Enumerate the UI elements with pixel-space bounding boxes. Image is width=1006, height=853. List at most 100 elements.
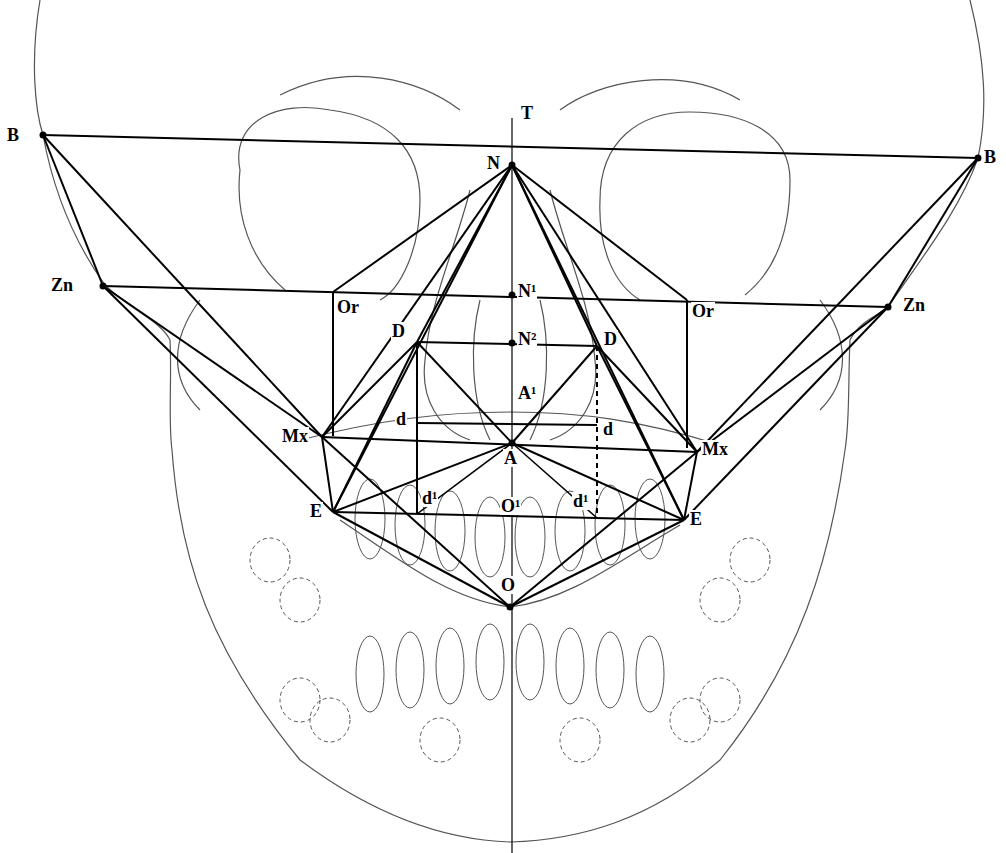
skull-outline <box>178 300 201 410</box>
tooth-outline <box>420 718 460 762</box>
skull-outline <box>239 108 420 301</box>
measurement-line <box>103 286 333 512</box>
landmark-dot <box>509 340 516 347</box>
skull-outline <box>340 520 680 607</box>
tooth-outline <box>700 678 740 722</box>
landmark-dot <box>100 283 107 290</box>
landmark-label: A <box>503 449 518 467</box>
landmark-label: N² <box>517 330 537 348</box>
tooth-outline <box>516 624 544 700</box>
measurement-line <box>417 342 597 346</box>
landmark-dot <box>509 440 516 447</box>
skull-outline <box>560 80 740 110</box>
tooth-outline <box>596 632 624 708</box>
measurement-line <box>333 342 417 512</box>
landmark-dot <box>975 155 982 162</box>
measurement-line <box>686 300 688 448</box>
landmark-label: B <box>983 148 997 166</box>
measurement-line <box>510 520 684 607</box>
measurement-line <box>510 452 697 607</box>
landmark-label: D <box>603 330 618 348</box>
measurement-line <box>322 342 417 437</box>
landmark-dot <box>40 132 47 139</box>
measurement-line <box>333 165 512 292</box>
landmark-label: Zn <box>902 296 926 314</box>
measurement-line <box>512 165 684 520</box>
tooth-outline <box>436 628 464 704</box>
measurement-line <box>596 346 598 518</box>
measurement-line <box>512 165 697 452</box>
landmark-label: d <box>395 410 407 428</box>
landmark-label: E <box>689 510 703 528</box>
landmark-label: N <box>486 154 501 172</box>
tooth-outline <box>310 698 350 742</box>
landmark-label: Or <box>691 302 715 320</box>
tooth-outline <box>280 578 320 622</box>
measurement-line <box>512 443 597 518</box>
tooth-outline <box>396 632 424 708</box>
tooth-outline <box>730 538 770 582</box>
landmark-dot <box>509 162 516 169</box>
skull-outline <box>280 76 460 110</box>
measurement-line <box>333 165 512 512</box>
measurement-line <box>333 443 512 512</box>
tooth-outline <box>356 636 384 712</box>
tooth-outline <box>556 628 584 704</box>
skull-outline <box>34 0 983 842</box>
measurement-line <box>43 135 322 437</box>
measurement-line <box>417 443 512 514</box>
tooth-outline <box>476 624 504 700</box>
landmark-label: A¹ <box>517 384 537 402</box>
measurement-line <box>417 423 597 425</box>
landmark-label: Zn <box>50 276 74 294</box>
measurement-line <box>333 512 510 607</box>
landmark-label: D <box>391 322 406 340</box>
landmark-label: Or <box>336 298 360 316</box>
landmark-label: O <box>500 576 516 594</box>
measurement-line <box>103 286 888 307</box>
measurement-line <box>684 307 888 520</box>
tooth-outline <box>250 538 290 582</box>
landmark-label: O¹ <box>500 497 521 515</box>
measurement-line <box>888 158 978 307</box>
landmark-dot <box>509 292 516 299</box>
skull-outline <box>550 190 596 440</box>
measurement-line <box>322 437 333 512</box>
measurement-line <box>43 135 978 158</box>
measurement-line <box>103 286 322 437</box>
landmark-label: E <box>309 502 323 520</box>
measurement-line <box>322 165 512 437</box>
landmark-label: Mx <box>281 427 309 445</box>
measurement-line <box>597 346 697 452</box>
skull-outline <box>600 112 790 295</box>
measurement-line <box>697 158 978 452</box>
landmark-dot <box>507 604 514 611</box>
measurement-line <box>511 118 512 853</box>
tooth-outline <box>435 491 465 571</box>
tooth-outline <box>280 678 320 722</box>
tooth-outline <box>670 698 710 742</box>
measurement-line <box>332 292 334 436</box>
measurement-line <box>417 342 512 443</box>
landmark-label: T <box>520 104 534 122</box>
skull-outline <box>239 170 285 290</box>
landmark-dot <box>885 304 892 311</box>
measurement-line <box>416 342 418 514</box>
tooth-outline <box>636 636 664 712</box>
landmark-label: N¹ <box>517 282 537 300</box>
measurement-line <box>512 346 597 443</box>
landmark-label: d <box>602 420 614 438</box>
landmark-label: d¹ <box>421 489 438 507</box>
measurement-line <box>697 307 888 452</box>
landmark-label: d¹ <box>572 492 589 510</box>
landmark-label: B <box>6 126 20 144</box>
measurement-line <box>512 165 687 300</box>
measurement-line <box>512 443 684 520</box>
measurement-line <box>597 346 684 520</box>
landmark-label: Mx <box>701 440 729 458</box>
tooth-outline <box>700 578 740 622</box>
skull-outline <box>473 300 490 440</box>
skull-outline <box>600 200 640 300</box>
